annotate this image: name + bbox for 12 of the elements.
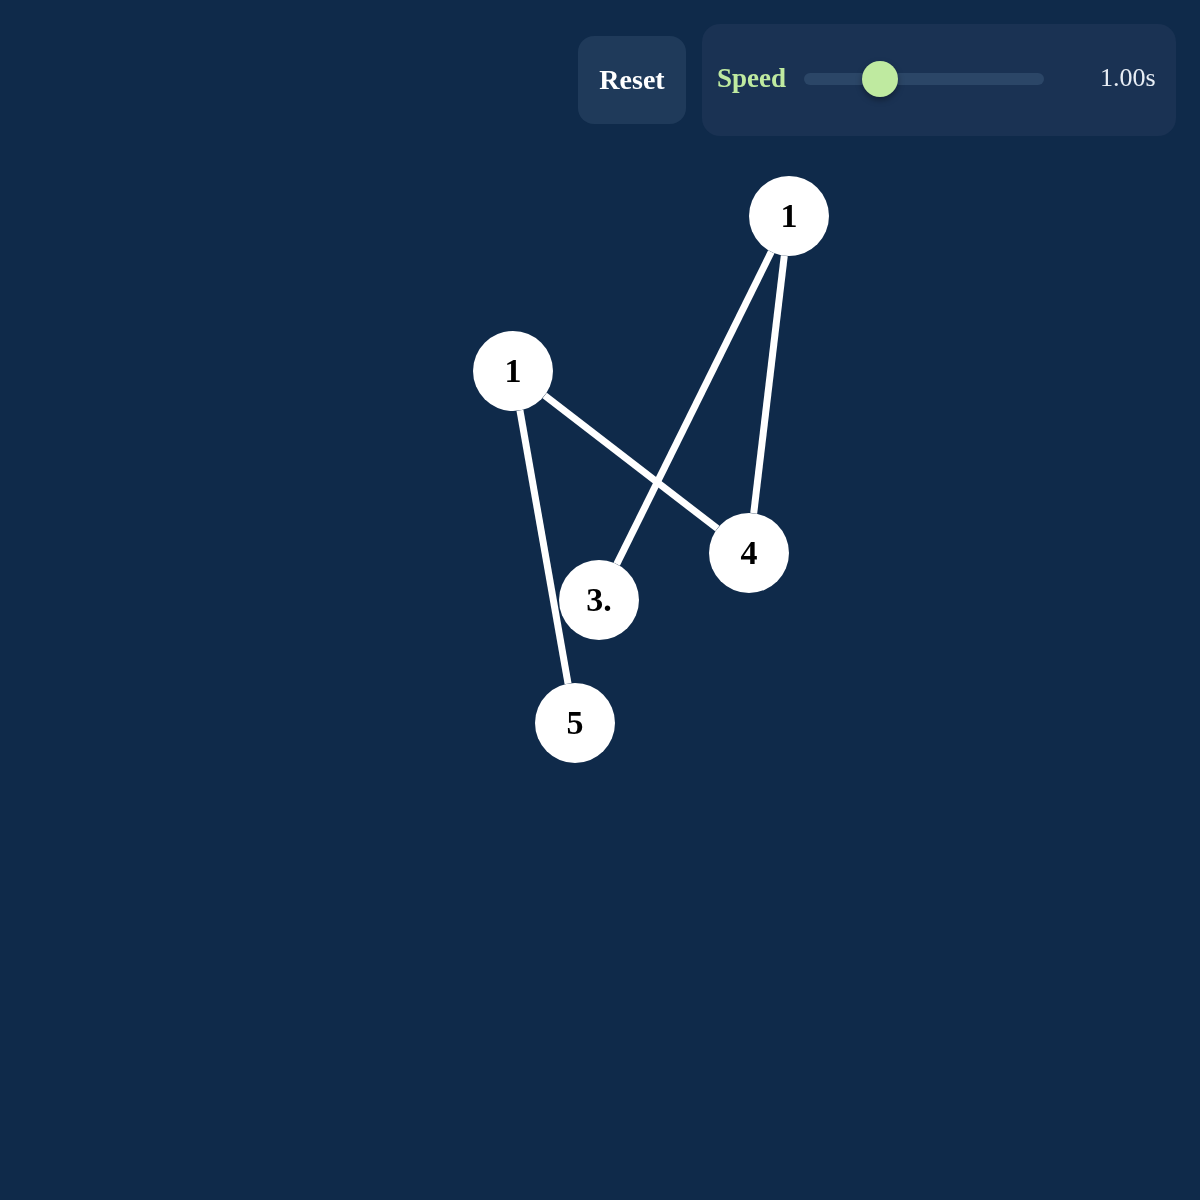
slider-label: Speed — [717, 62, 787, 95]
node-number: 3. — [586, 583, 612, 617]
reset-button: Reset — [578, 36, 686, 124]
connector-line — [613, 250, 775, 566]
connector-line — [750, 255, 788, 514]
node-number: 5 — [566, 706, 584, 740]
node-number: 4 — [740, 536, 758, 570]
connector-line — [542, 392, 720, 532]
node-number: 1 — [504, 354, 522, 388]
node-number: 1 — [780, 199, 798, 233]
slider-value: 1.00s — [1100, 62, 1156, 94]
connector-line — [516, 409, 572, 685]
